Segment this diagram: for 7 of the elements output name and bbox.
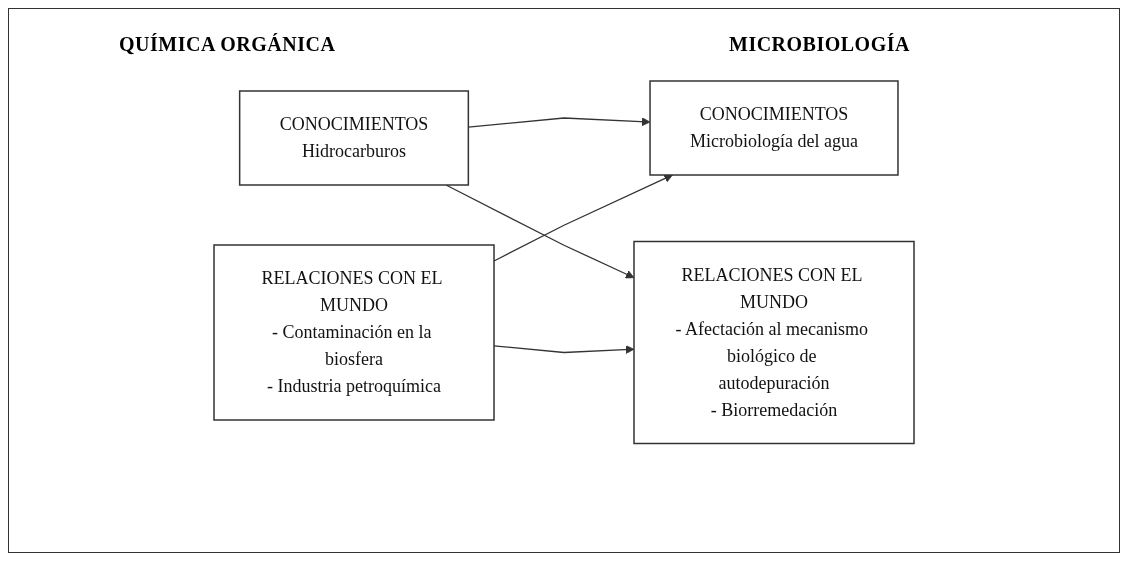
node-box: CONOCIMIENTOS Microbiología del agua bbox=[649, 80, 899, 176]
arrow bbox=[445, 184, 635, 279]
column-heading: MICROBIOLOGÍA bbox=[729, 33, 910, 56]
column-heading: QUÍMICA ORGÁNICA bbox=[119, 33, 336, 56]
node-box: RELACIONES CON EL MUNDO - Afectación al mecanismo biológico de autodepuración - Biorremedación bbox=[633, 240, 915, 445]
node-box: CONOCIMIENTOS Hidrocarburos bbox=[238, 90, 470, 186]
node-box: RELACIONES CON EL MUNDO - Contaminación en la biosfera - Industria petroquímica bbox=[213, 244, 495, 421]
